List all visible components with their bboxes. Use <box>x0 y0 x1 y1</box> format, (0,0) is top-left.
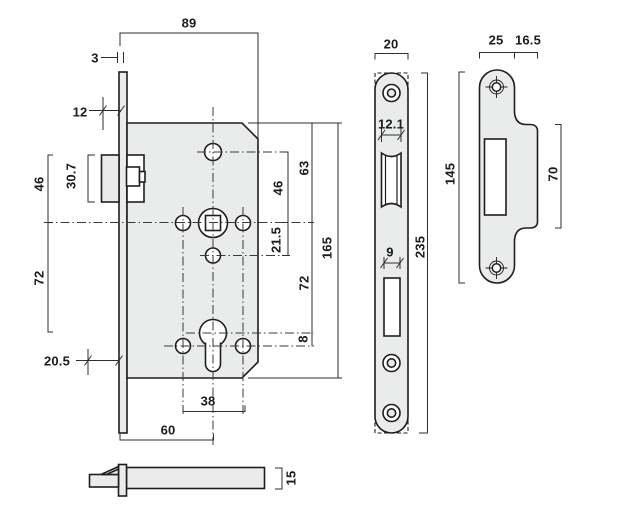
dim-label-latch-height: 30.7 <box>63 162 79 190</box>
centerlines <box>44 107 314 445</box>
strike-plate-outline <box>478 69 539 284</box>
dim-46-21-5-bracket <box>282 151 289 256</box>
dim-label-latch-protrusion: 12 <box>72 104 88 120</box>
deadbolt-cutout <box>383 277 401 337</box>
lock-case <box>126 122 259 379</box>
screw-hole-bottom-inner <box>386 407 397 418</box>
dim-label-cylinder-to-holes: 8 <box>295 335 311 343</box>
dim-60-line <box>119 434 214 441</box>
dim-20-5-line <box>76 349 123 375</box>
latch-spring-box <box>125 166 141 187</box>
strike-screw-hole-top <box>485 76 508 98</box>
dim-15-bracket <box>275 467 283 490</box>
strike-cutout <box>483 138 507 216</box>
dim-145-bracket <box>458 71 465 284</box>
faceplate-side <box>118 71 128 434</box>
dim-label-deadbolt-cutout-width: 9 <box>386 244 394 260</box>
corner-dashes-top <box>374 72 409 90</box>
dim-label-spindle-to-cylinder: 72 <box>31 270 47 286</box>
dim-label-faceplate-thickness: 3 <box>91 50 99 66</box>
dim-label-strike-lip-width: 16.5 <box>514 32 542 48</box>
dim-label-case-height: 165 <box>319 236 335 260</box>
dim-label-backset: 60 <box>160 422 176 438</box>
strike-plate-view <box>478 69 539 284</box>
screw-hole-top-inner <box>386 88 397 98</box>
strike-screw-hole-bottom <box>485 257 508 279</box>
dim-12-line <box>89 97 125 130</box>
dimension-lines <box>47 32 562 490</box>
dim-label-case-depth: 89 <box>181 15 197 31</box>
dim-label-faceplate-width: 20 <box>383 36 399 52</box>
latch-bottom-view <box>88 463 266 497</box>
dim-label-latch-full-throw: 20.5 <box>43 353 71 369</box>
dim-label-strike-lip-height: 70 <box>545 166 561 182</box>
dim-label-spindle-to-cylinder-right: 72 <box>296 275 312 291</box>
screw-hole-mid-inner <box>386 357 397 368</box>
dim-label-strike-height: 145 <box>442 162 458 186</box>
dim-label-hole-above-spindle: 46 <box>270 180 286 196</box>
latch-cutout <box>380 151 402 209</box>
case-bottom <box>125 466 266 490</box>
latch-bolt-side <box>100 154 120 203</box>
dim-3-line <box>101 52 124 63</box>
dim-30-7-bracket <box>87 154 95 203</box>
dim-label-hole-below-spindle: 21.5 <box>268 226 284 254</box>
dim-9-line <box>380 257 404 269</box>
dim-label-top-to-spindle: 63 <box>296 160 312 176</box>
dim-38-line <box>182 405 246 412</box>
dim-20-line <box>374 53 409 60</box>
latch-tip-bottom <box>88 473 120 488</box>
latch-bevel <box>100 465 120 476</box>
latch-spring-nub <box>138 170 146 183</box>
dim-label-latch-top-to-spindle: 46 <box>31 176 47 192</box>
dim-label-case-thickness: 15 <box>283 470 299 486</box>
dim-12-1-line <box>377 128 405 142</box>
dim-label-latch-cutout-width: 12.1 <box>377 116 405 132</box>
faceplate-bottom <box>117 463 128 497</box>
dim-46-72-left-bracket <box>47 154 53 333</box>
extension-lines-case <box>248 122 342 379</box>
dim-70-bracket <box>555 124 562 229</box>
dim-label-fixing-hole-spacing: 38 <box>200 393 216 409</box>
lock-body-side-view <box>100 71 259 434</box>
latch-bevel-line <box>106 468 119 476</box>
dim-label-strike-width: 25 <box>488 32 504 48</box>
faceplate-front-view <box>374 72 409 434</box>
dim-89-line <box>119 32 259 143</box>
dim-25-16-5-line <box>479 52 538 59</box>
dim-235-bracket <box>419 72 428 434</box>
corner-dashes-bottom <box>374 416 409 434</box>
dim-label-faceplate-height: 235 <box>412 235 428 259</box>
